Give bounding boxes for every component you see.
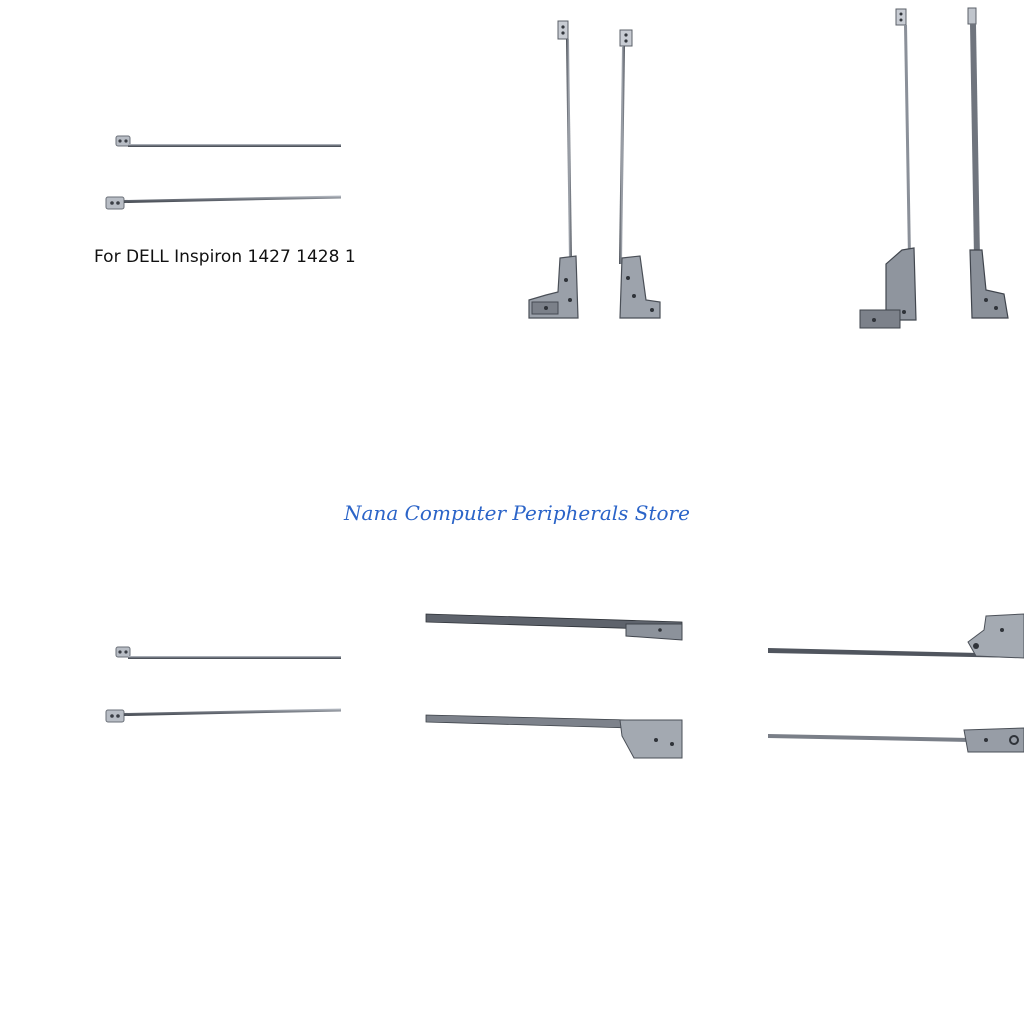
- product-photo-closeup-brackets: [690, 560, 1024, 800]
- hinge-top-tab: [895, 8, 907, 26]
- hinge-mount-tab: [115, 135, 131, 147]
- hinge-closeup-illustration: [425, 613, 683, 759]
- hinge-pair-illustration: [528, 20, 661, 319]
- hinge-top-tab: [967, 7, 977, 25]
- hinge-pair-illustration: [859, 7, 1009, 329]
- hinge-rods-illustration: [105, 646, 341, 723]
- hinge-mount-tab: [105, 709, 125, 723]
- product-photo-hinges-horizontal: For DELL Inspiron 1427 1428 1: [0, 0, 360, 360]
- hinge-rod: [566, 39, 572, 262]
- hinge-closeup-illustration: [768, 613, 1024, 753]
- hinge-rod: [425, 714, 631, 729]
- hinge-bracket: [625, 623, 683, 641]
- product-photo-closeup-mounts: [360, 560, 690, 800]
- hinge-rod: [768, 648, 1024, 658]
- hinge-rod: [904, 25, 911, 258]
- hinge-top-tab: [557, 20, 569, 40]
- hinge-mount-tab: [105, 196, 125, 210]
- hinge-bracket: [885, 247, 917, 321]
- hinge-bracket: [967, 613, 1024, 659]
- product-photo-hinges-angled: [690, 0, 1024, 360]
- hinge-bracket: [969, 249, 1009, 319]
- product-caption: For DELL Inspiron 1427 1428 1: [94, 247, 356, 267]
- hinge-bracket: [619, 719, 683, 759]
- hinge-rod: [970, 24, 980, 258]
- hinge-bracket: [963, 727, 1024, 753]
- hinge-rod: [124, 708, 341, 716]
- hinge-rod: [768, 734, 970, 742]
- hinge-rod: [128, 144, 341, 147]
- hinge-mount-tab: [115, 646, 131, 658]
- hinge-bracket: [619, 255, 661, 319]
- hinge-top-tab: [619, 29, 633, 47]
- hinge-rod: [128, 656, 341, 659]
- hinge-rods-illustration: [105, 135, 341, 210]
- hinge-rod: [619, 46, 625, 264]
- store-name-watermark: Nana Computer Peripherals Store: [344, 501, 690, 525]
- product-photo-hinges-horizontal-2: [0, 560, 360, 800]
- hinge-rod: [124, 195, 341, 203]
- product-photo-hinges-vertical: [360, 0, 690, 360]
